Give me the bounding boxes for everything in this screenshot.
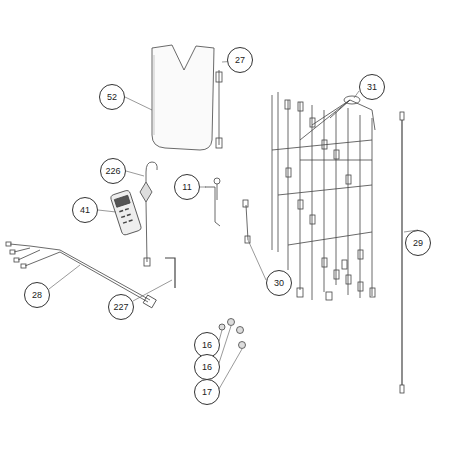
hook-cord-part: [140, 162, 157, 266]
leader-line: [49, 60, 418, 389]
callout-number: 41: [80, 205, 90, 215]
callout-number: 11: [182, 182, 191, 192]
callout-circle: 16: [194, 354, 220, 380]
callout-number: 27: [235, 55, 245, 65]
callout-circle: 28: [24, 282, 50, 308]
callout-circle: 226: [100, 158, 126, 184]
callout-number: 16: [202, 340, 212, 350]
callout-circle: 41: [72, 197, 98, 223]
bracket-part: [165, 258, 175, 288]
harness-part: [272, 92, 375, 300]
callout-number: 29: [413, 238, 423, 248]
callout-number: 16: [202, 362, 212, 372]
callout-number: 17: [202, 387, 212, 397]
wire-part: [216, 70, 222, 148]
callout-circle: 31: [359, 74, 385, 100]
nut-part: [219, 319, 246, 349]
callout-circle: 17: [194, 379, 220, 405]
cable-part: [400, 112, 404, 393]
callout-number: 30: [274, 278, 284, 288]
pad-part: [152, 45, 214, 150]
callout-circle: 29: [405, 230, 431, 256]
wire-part: [243, 200, 250, 243]
callout-number: 28: [32, 290, 42, 300]
callout-circle: 227: [108, 294, 134, 320]
callout-number: 31: [367, 82, 377, 92]
callout-number: 227: [113, 302, 128, 312]
callout-number: 52: [107, 92, 117, 102]
wire-part: [205, 178, 220, 226]
remote-part: [110, 190, 142, 236]
callout-number: 226: [105, 166, 120, 176]
callout-circle: 30: [266, 270, 292, 296]
callout-circle: 52: [99, 84, 125, 110]
callout-circle: 27: [227, 47, 253, 73]
power-cable-part: [6, 242, 156, 308]
callout-circle: 11: [174, 174, 200, 200]
